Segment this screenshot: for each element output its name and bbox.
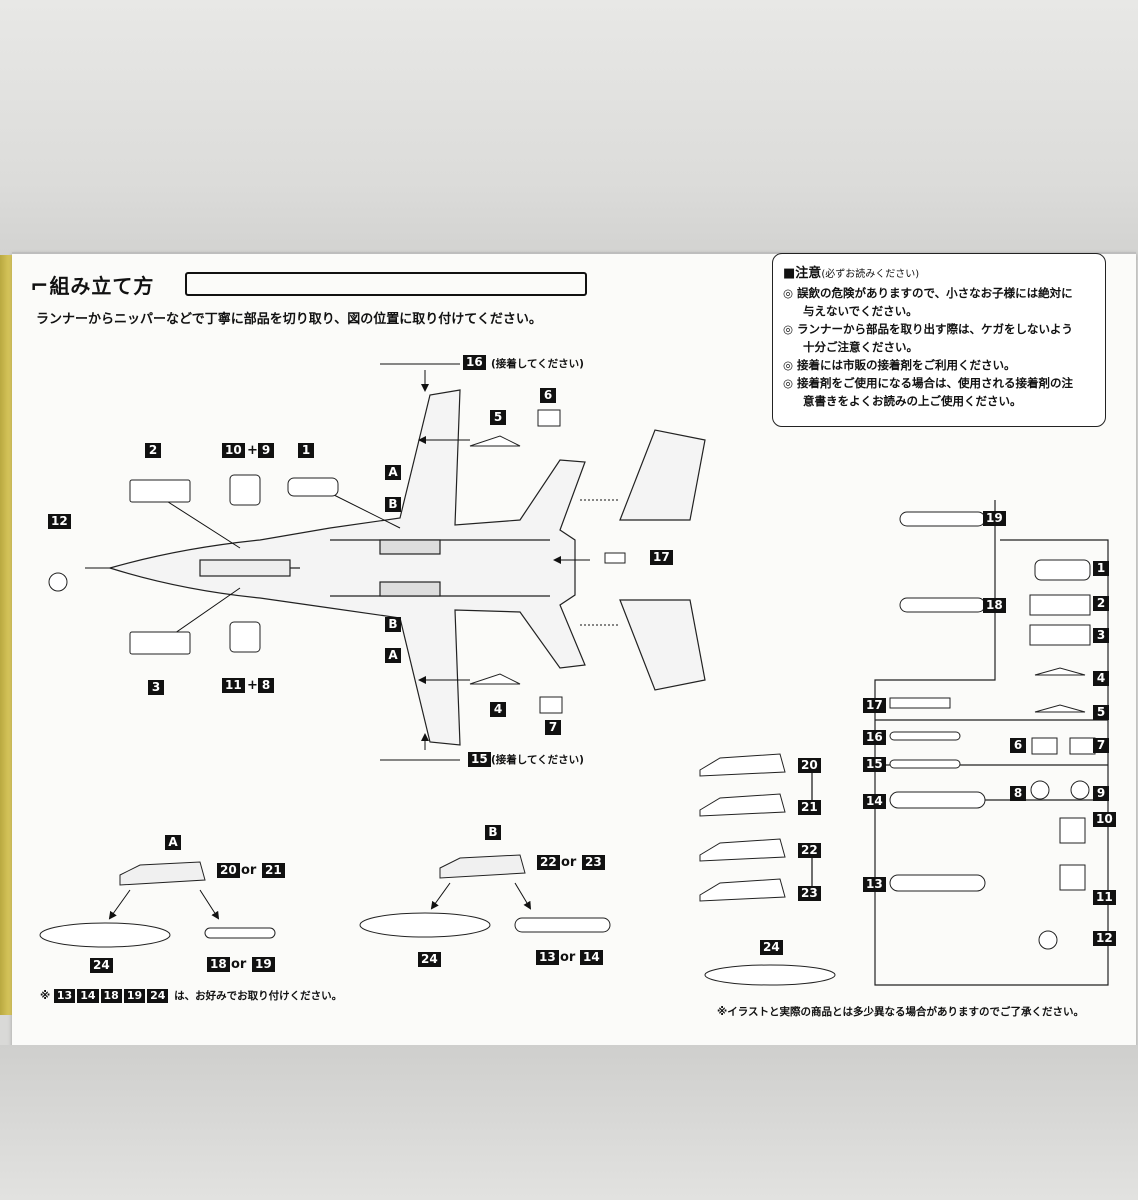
part-number-label: 16 [863, 730, 886, 745]
title-bracket-icon: ⌐ [30, 274, 50, 299]
part-number-label: 8 [1010, 786, 1026, 801]
part-number-label: 22 [537, 855, 560, 870]
caution-item-cont: 意書きをよくお読みの上ご使用ください。 [803, 394, 1022, 408]
background-table [0, 1045, 1138, 1200]
part-number-label: 9 [1093, 786, 1109, 801]
connector-text: or [241, 863, 257, 878]
part-number-label: A [385, 465, 401, 480]
part-number-label: A [165, 835, 181, 850]
part-number-label: 21 [798, 800, 821, 815]
part-number-label: 14 [863, 794, 886, 809]
connector-text: or [231, 957, 247, 972]
part-number-label: B [385, 497, 401, 512]
part-number-label: 7 [545, 720, 561, 735]
part-number-label: 1 [298, 443, 314, 458]
jet-top-view [107, 389, 706, 746]
part-number-label: 12 [48, 514, 71, 529]
part-number-label: 11 [222, 678, 245, 693]
instruction-text: ランナーからニッパーなどで丁寧に部品を切り取り、図の位置に取り付けてください。 [36, 312, 542, 327]
part-number-label: 2 [145, 443, 161, 458]
part-number-label: 16 [463, 355, 486, 370]
part-number-label: 20 [217, 863, 240, 878]
glue-note-top: (接着してください) [491, 358, 584, 370]
part-number-label: 24 [418, 952, 441, 967]
caution-item: ◎ 接着剤をご使用になる場合は、使用される接着剤の注 [783, 376, 1074, 390]
part-number-label: 19 [252, 957, 275, 972]
part-number-label: 5 [490, 410, 506, 425]
part-number-label: 17 [863, 698, 886, 713]
part-number-label: 4 [1093, 671, 1109, 686]
twin-connectors [800, 764, 818, 894]
part-number-label: 21 [262, 863, 285, 878]
weapon-arrows [108, 882, 532, 920]
title-block: ⌐組み立て方 [30, 270, 154, 299]
disclaimer-text: ※イラストと実際の商品とは多少異なる場合がありますのでご了承ください。 [717, 1006, 1084, 1018]
connector-text: or [560, 950, 576, 965]
part-number-label: 10 [1093, 812, 1116, 827]
part-number-label: 4 [490, 702, 506, 717]
part-number-label: B [385, 617, 401, 632]
part-number-label: 14 [580, 950, 603, 965]
part-number-label: 23 [798, 886, 821, 901]
connector-text: or [561, 855, 577, 870]
part-number-label: 1 [1093, 561, 1109, 576]
caution-item-cont: 十分ご注意ください。 [803, 340, 918, 354]
connector-text: + [247, 678, 258, 693]
background-wall [0, 0, 1138, 260]
part-number-label: 23 [582, 855, 605, 870]
pylon-parts [699, 753, 786, 902]
box-side-edge [0, 255, 14, 1015]
caution-notice: ■注意(必ずお読みください) ◎ 誤飲の危険がありますので、小さなお子様には絶対… [772, 253, 1106, 427]
part-number-label: 15 [863, 757, 886, 772]
title-underline-box [185, 272, 587, 296]
part-number-label: 13 [863, 877, 886, 892]
part-number-label: 3 [1093, 628, 1109, 643]
callout-lines [85, 363, 620, 761]
runner-parts [889, 511, 1096, 950]
part-number-label: 13 [536, 950, 559, 965]
part-number-label: 12 [1093, 931, 1116, 946]
part-number-label: 8 [258, 678, 274, 693]
caution-item-cont: 与えないでください。 [803, 304, 918, 318]
part-number-label: B [485, 825, 501, 840]
part-number-label: 19 [983, 511, 1006, 526]
part-drawings [48, 409, 626, 714]
part-number-label: 5 [1093, 705, 1109, 720]
part-number-label: 24 [760, 940, 783, 955]
part-number-label: 18 [207, 957, 230, 972]
part-number-label: 3 [148, 680, 164, 695]
part-number-label: 22 [798, 843, 821, 858]
part-number-label: A [385, 648, 401, 663]
part-number-label: 11 [1093, 890, 1116, 905]
part-number-label: 6 [540, 388, 556, 403]
part-number-label: 6 [1010, 738, 1026, 753]
part-number-label: 15 [468, 752, 491, 767]
connector-text: + [247, 443, 258, 458]
caution-item: ◎ 誤飲の危険がありますので、小さなお子様には絶対に [783, 286, 1073, 300]
square-bullet-icon: ■ [783, 266, 796, 281]
part-number-label: 7 [1093, 738, 1109, 753]
part-number-label: 20 [798, 758, 821, 773]
part-number-label: 17 [650, 550, 673, 565]
caution-item: ◎ ランナーから部品を取り出す際は、ケガをしないよう [783, 322, 1073, 336]
part-number-label: 18 [983, 598, 1006, 613]
part-number-label: 24 [90, 958, 113, 973]
page-title: ⌐組み立て方 [30, 274, 155, 299]
caution-heading: ■注意(必ずお読みください) [783, 266, 920, 281]
glue-note-bottom: (接着してください) [491, 754, 584, 766]
part-number-label: 2 [1093, 596, 1109, 611]
part-number-label: 10 [222, 443, 245, 458]
caution-item: ◎ 接着には市販の接着剤をご利用ください。 [783, 358, 1016, 372]
weapon-diagrams [39, 854, 836, 986]
part-number-label: 9 [258, 443, 274, 458]
